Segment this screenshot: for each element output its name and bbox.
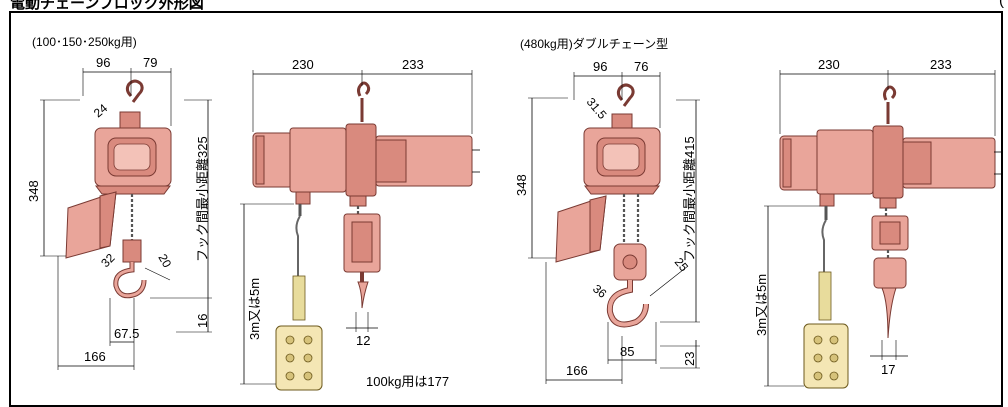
dims-hoist-a-side: 230 233 3m又は5m 12 100kg用は177 [240,57,473,389]
dim-a-20: 20 [155,252,174,271]
dims-hoist-b-side: 230 233 3m又は5m 17 [754,57,996,387]
hook-distance-415: フック間最小距離415 [682,136,697,262]
hoist-b-front [555,83,661,328]
dim-b-31-5: 31.5 [584,95,610,122]
cord-length-b: 3m又は5m [754,274,769,336]
dims-hoist-b-front: 96 76 348 31.5 フック間最小距離415 25 36 85 23 1… [514,59,700,384]
dims-hoist-a-front: 96 79 348 24 32 20 フック間最小距離325 16 67.5 1… [26,55,212,370]
dim-b-230: 230 [818,57,840,72]
dim-b-23: 23 [682,352,697,366]
dim-a-348: 348 [26,180,41,202]
cord-length-a: 3m又は5m [247,278,262,340]
dim-a-32: 32 [98,251,118,271]
dim-a-233: 233 [402,57,424,72]
dim-b-233: 233 [930,57,952,72]
hook-distance-325: フック間最小距離325 [195,136,210,262]
hoist-a-front [65,79,172,299]
dim-b-166: 166 [566,363,588,378]
dim-a-16: 16 [195,314,210,328]
page-header: 電動チェーンブロック外形図 ( [0,0,1008,12]
dim-b-96: 96 [593,59,607,74]
dim-a-96: 96 [96,55,110,70]
note-100kg-177: 100kg用は177 [366,374,449,389]
caption-right: (480kg用)ダブルチェーン型 [520,36,668,51]
dim-b-85: 85 [620,344,634,359]
corner-mark: ( [999,0,1004,9]
hoist-b-side [779,85,1002,389]
page-title: 電動チェーンブロック外形図 [10,0,204,12]
dim-a-166: 166 [84,349,106,364]
hoist-a-side [252,81,480,391]
dim-b-17: 17 [881,362,895,377]
dim-b-76: 76 [634,59,648,74]
dim-a-230: 230 [292,57,314,72]
dim-a-12: 12 [356,333,370,348]
caption-left: (100･150･250kg用) [32,35,137,49]
dim-a-24: 24 [91,101,110,121]
dim-b-36: 36 [590,282,609,302]
dim-a-67-5: 67.5 [114,326,139,341]
dim-b-348: 348 [514,174,529,196]
dim-a-79: 79 [143,55,157,70]
